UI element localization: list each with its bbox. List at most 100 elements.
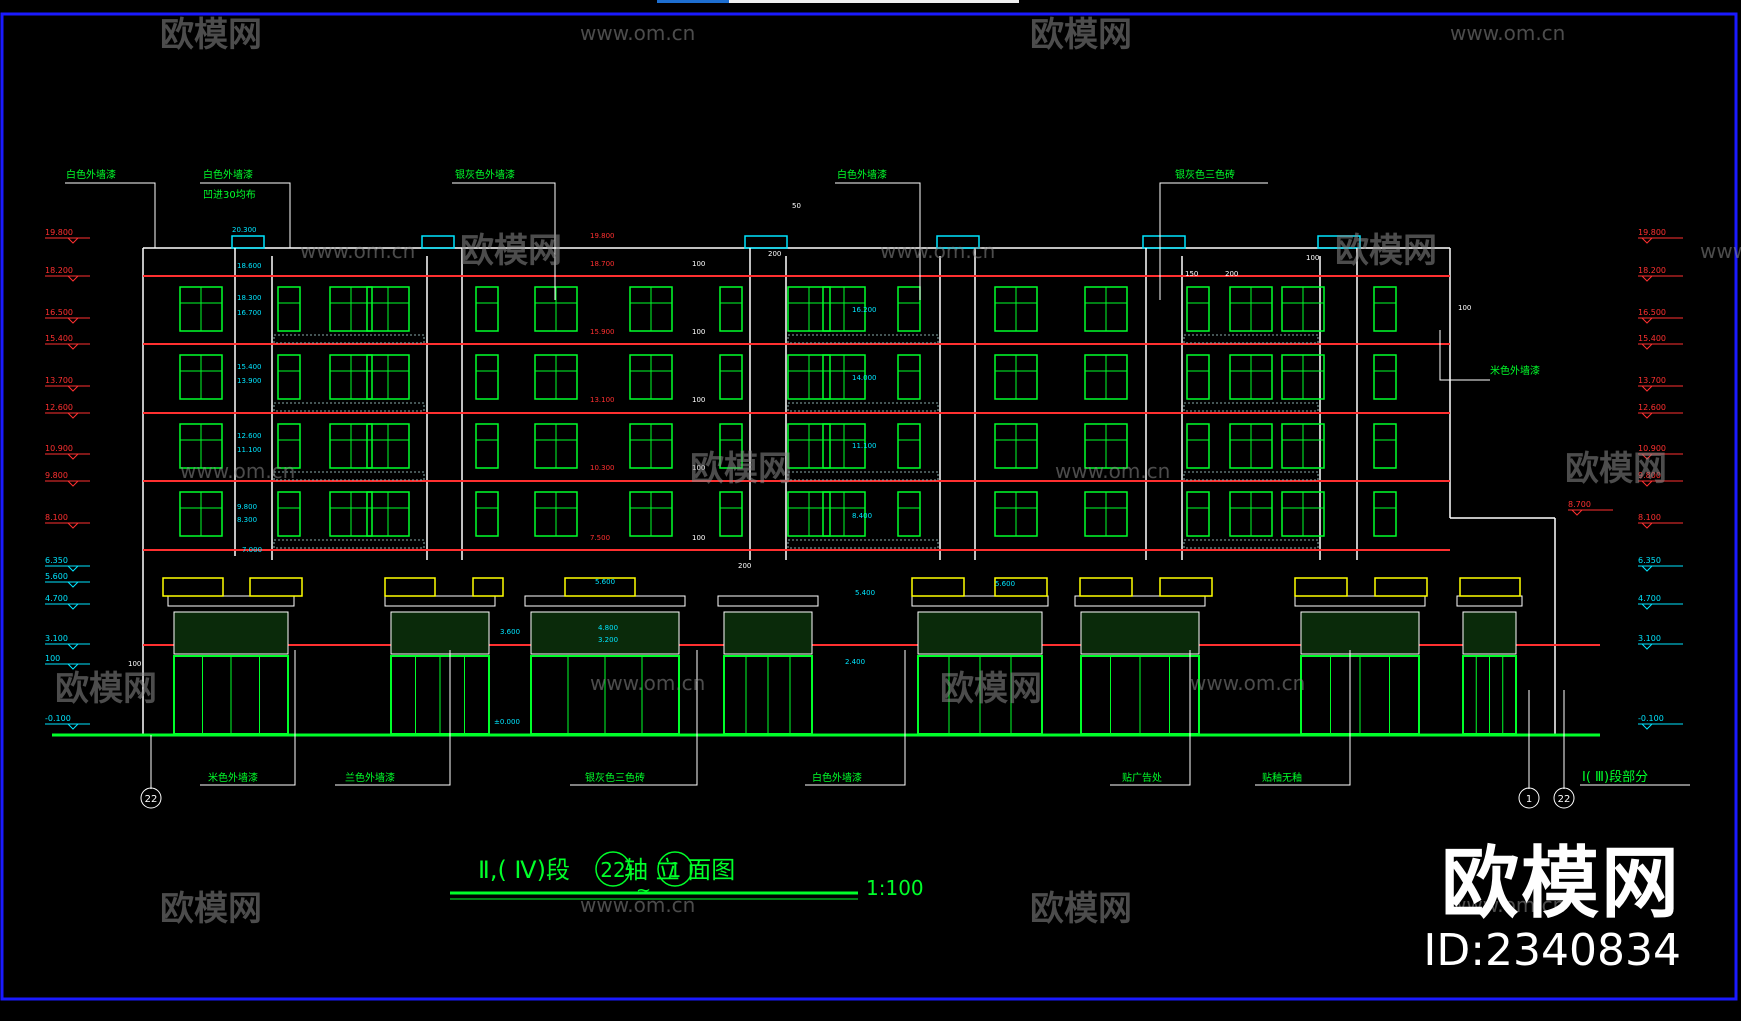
axis-bubbles: 22 1 22 — [140, 690, 1575, 809]
balcony-rail — [787, 539, 939, 549]
elevation-triangle — [67, 581, 79, 588]
elevation-label-left: 6.350 — [45, 556, 68, 565]
elevation-label-left: 19.800 — [45, 228, 73, 237]
balcony-rail — [273, 402, 425, 412]
note-bottom: 兰色外墙漆 — [345, 771, 395, 784]
elevation-triangle — [1571, 509, 1583, 516]
balcony-rail — [273, 539, 425, 549]
dimension-label: 100 — [1306, 254, 1319, 262]
elevation-triangle — [67, 412, 79, 419]
elevation-label-right: 10.900 — [1638, 444, 1666, 453]
dimension-label: 5.400 — [855, 589, 875, 597]
elevation-label-left: 4.700 — [45, 594, 68, 603]
dimension-label: 13.900 — [237, 377, 262, 385]
dimension-label: 100 — [128, 660, 141, 668]
awning — [1079, 577, 1133, 597]
elevation-label-right: 16.500 — [1638, 308, 1666, 317]
leader-lines — [65, 182, 1690, 786]
shop-signboard — [917, 611, 1043, 655]
dimension-label: 3.200 — [598, 636, 618, 644]
watermark-brand: 欧模网 — [1335, 231, 1437, 271]
dimension-label: 4.800 — [598, 624, 618, 632]
shop-signboard — [173, 611, 289, 655]
window — [719, 286, 743, 332]
elevation-label-left: 5.600 — [45, 572, 68, 581]
shop-signboard — [1300, 611, 1420, 655]
elevation-triangle — [67, 663, 79, 670]
watermark-url: www.om.cn — [580, 21, 695, 45]
drawing-title: Ⅱ,( Ⅳ)段 22 1 轴 立 面图 ~ 1:100 — [450, 851, 924, 901]
awning — [994, 577, 1048, 597]
axis-bubble-label: 22 — [1558, 794, 1571, 805]
awning — [162, 577, 224, 597]
balcony-rail — [787, 471, 939, 481]
dimension-label: 13.100 — [590, 396, 615, 404]
watermark-brand: 欧模网 — [1030, 15, 1132, 55]
balcony-rail — [273, 334, 425, 344]
watermark-url: www.om.cn — [590, 671, 705, 695]
note-top: 白色外墙漆 — [837, 168, 887, 181]
watermark-url: www.om.cn — [1450, 893, 1565, 917]
elevation-triangle — [67, 237, 79, 244]
window — [897, 423, 921, 469]
watermark-brand: 欧模网 — [1030, 889, 1132, 929]
elevation-triangle — [67, 275, 79, 282]
window — [897, 354, 921, 400]
watermark-url: www.om.cn — [300, 239, 415, 263]
dimension-label: 10.300 — [590, 464, 615, 472]
watermark-brand: 欧模网 — [1565, 449, 1667, 489]
dimension-label: 3.600 — [500, 628, 520, 636]
dimension-label: 200 — [1225, 270, 1238, 278]
window — [897, 286, 921, 332]
window — [475, 354, 499, 400]
note-bottom: 贴广告处 — [1122, 771, 1162, 784]
brand-name: 欧模网 — [1440, 839, 1681, 929]
awning — [911, 577, 965, 597]
note-top: 白色外墙漆 — [66, 168, 116, 181]
balcony-rail — [273, 471, 425, 481]
watermark-brand: 欧模网 — [160, 15, 262, 55]
window — [277, 286, 301, 332]
elevation-triangle — [1641, 343, 1653, 350]
title-axis-a: 22 — [600, 858, 625, 882]
dimension-label: 100 — [692, 328, 705, 336]
dimension-label: 200 — [738, 562, 751, 570]
elevation-triangle — [67, 643, 79, 650]
dimension-label: 100 — [692, 534, 705, 542]
title-axis-circle-a — [595, 851, 631, 887]
shop-canopy — [911, 595, 1049, 607]
elevation-triangle — [1641, 723, 1653, 730]
dimension-label: 16.200 — [852, 306, 877, 314]
dimension-label: 7.000 — [242, 546, 262, 554]
note-top: 银灰色外墙漆 — [455, 168, 515, 181]
window — [475, 286, 499, 332]
dimension-label: 9.800 — [237, 503, 257, 511]
note-part: Ⅰ( Ⅲ)段部分 — [1582, 770, 1648, 785]
elevation-label-left: -0.100 — [45, 714, 71, 723]
balcony-rail — [787, 334, 939, 344]
balcony-rail — [1183, 334, 1319, 344]
elevation-triangle — [67, 343, 79, 350]
shop-canopy — [167, 595, 295, 607]
dimension-label: 15.900 — [590, 328, 615, 336]
dimension-label: 100 — [1458, 304, 1471, 312]
window — [1373, 286, 1397, 332]
elevation-triangle — [1641, 565, 1653, 572]
dimension-label: 18.600 — [237, 262, 262, 270]
watermark-layer: 欧模网欧模网欧模网欧模网欧模网欧模网欧模网欧模网欧模网欧模网欧模网www.om.… — [55, 15, 1741, 929]
window — [1186, 423, 1210, 469]
ground-floor — [52, 577, 1600, 737]
elevation-triangle — [67, 317, 79, 324]
watermark-url: www.om.cn — [1055, 459, 1170, 483]
shop-canopy — [1456, 595, 1523, 607]
note-top: 凹进30均布 — [203, 189, 256, 201]
dimension-label: 19.800 — [590, 232, 615, 240]
note-bottom: 银灰色三色砖 — [585, 771, 645, 784]
elevation-triangle — [1641, 275, 1653, 282]
elevation-triangle — [67, 603, 79, 610]
window-grid — [179, 286, 1397, 549]
drawing-scale: 1:100 — [866, 876, 924, 900]
dimension-label: ±0.000 — [494, 718, 520, 726]
awning — [472, 577, 504, 597]
window — [277, 491, 301, 537]
